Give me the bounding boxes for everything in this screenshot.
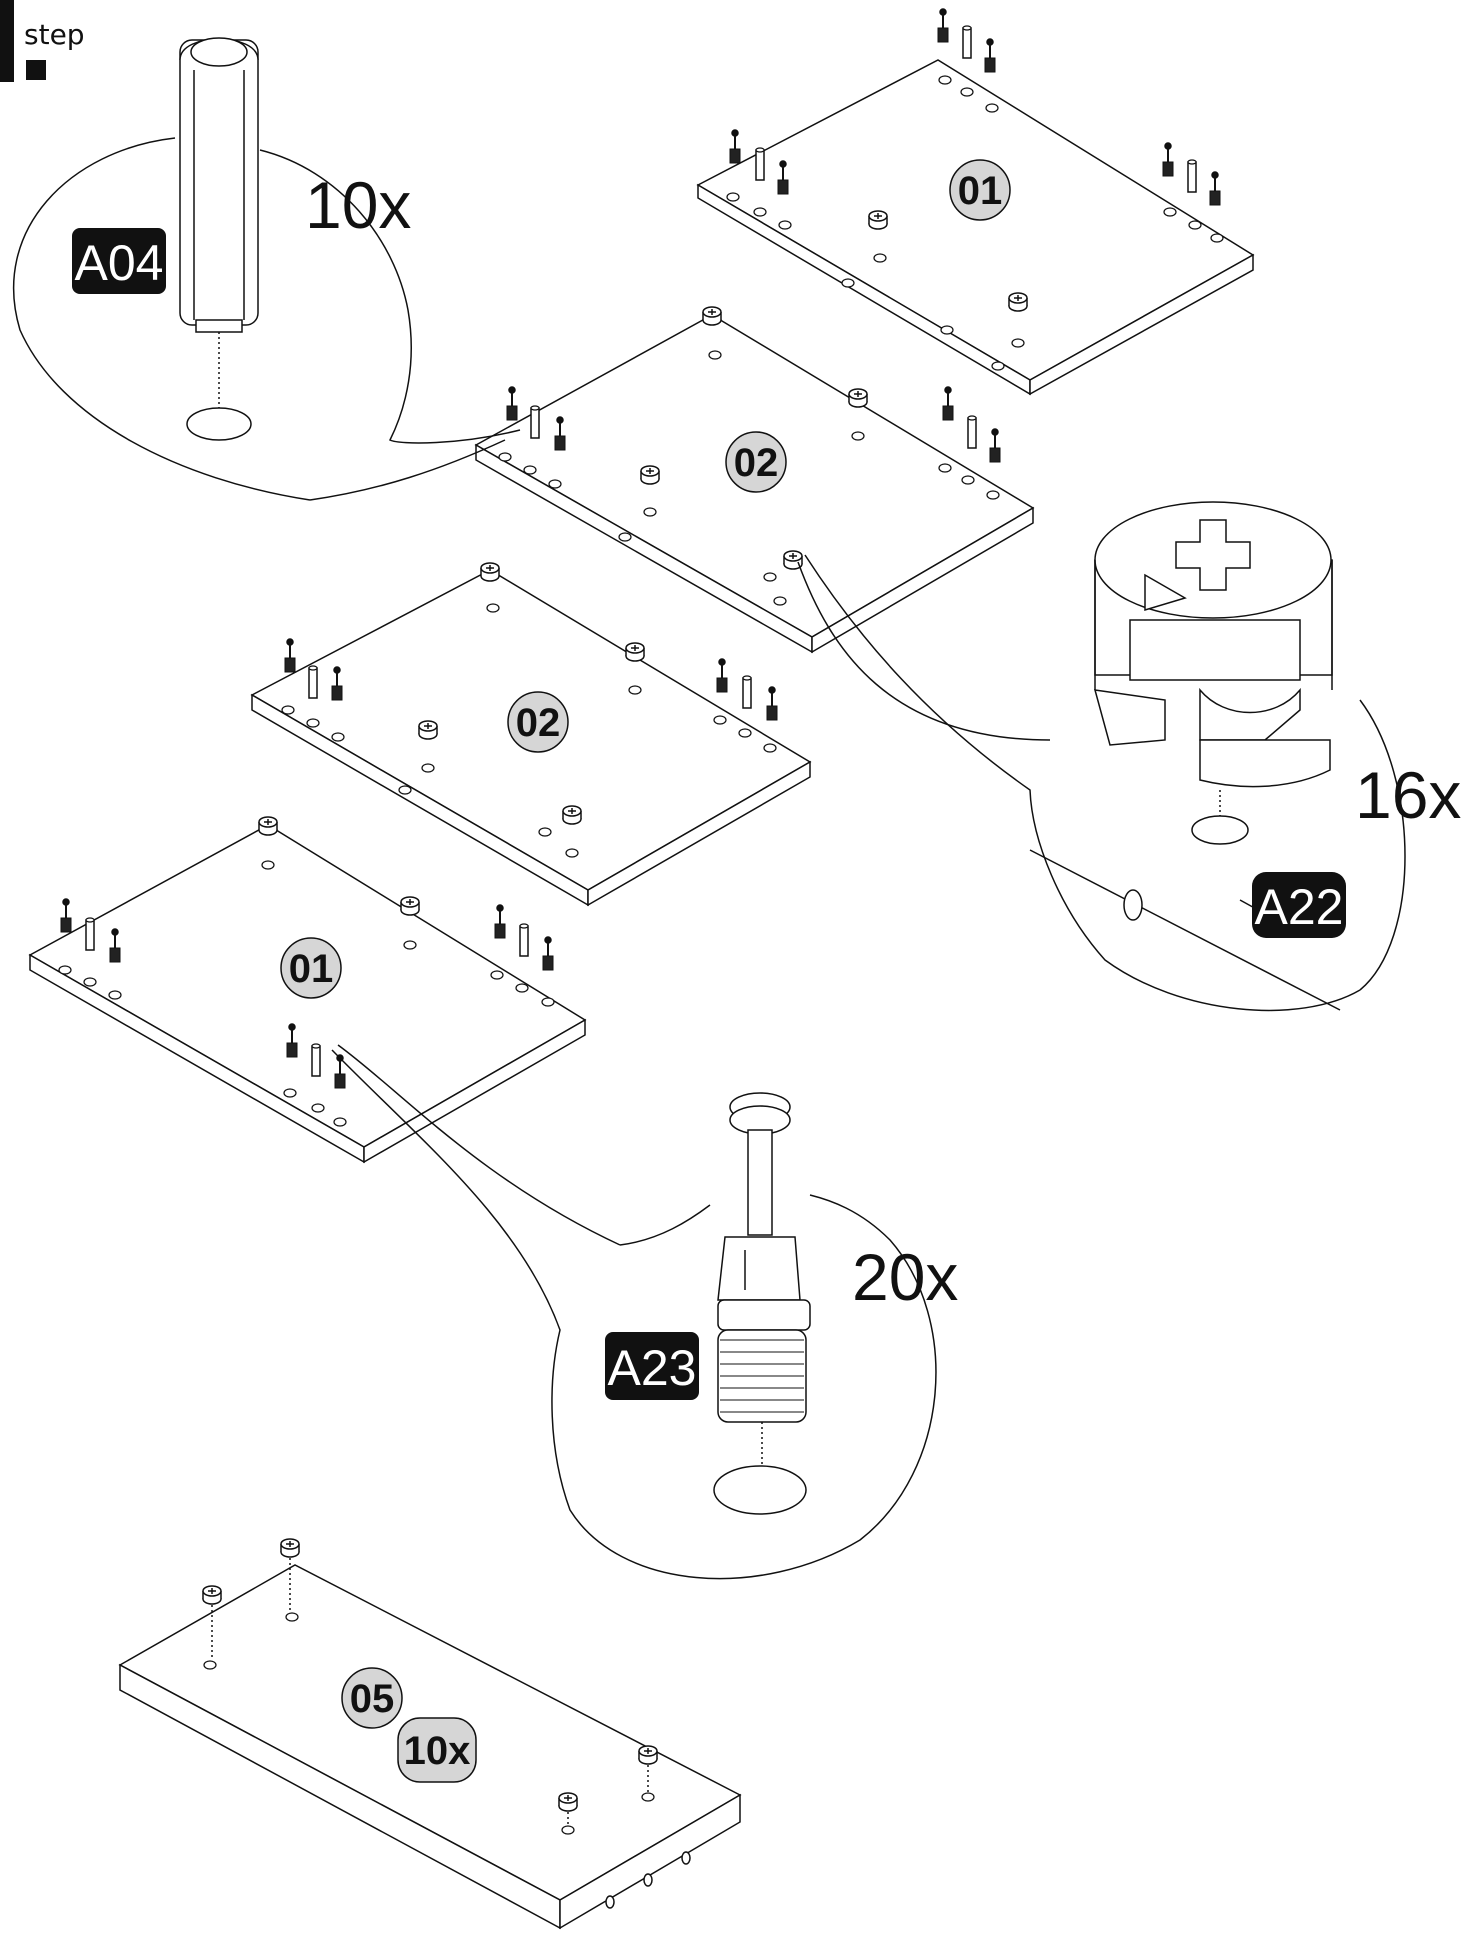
svg-text:A04: A04 [75,235,164,291]
panel-01-top-label: 01 [949,159,1011,221]
a23-count: 20x [852,1240,958,1314]
callout-a04 [13,37,521,501]
svg-text:A22: A22 [1255,879,1344,935]
svg-text:05: 05 [350,1677,395,1721]
step-square [26,60,46,80]
panel-02-upper-label: 02 [725,431,787,493]
svg-text:02: 02 [734,441,779,485]
svg-text:A23: A23 [608,1340,697,1396]
callout-a23 [331,1044,937,1580]
svg-text:01: 01 [289,947,334,991]
callout-a22 [797,501,1406,1012]
step-bar [0,0,14,82]
svg-text:10x: 10x [404,1729,471,1773]
a22-count: 16x [1355,758,1461,832]
panel-02-lower-label: 02 [507,691,569,753]
svg-text:01: 01 [958,169,1003,213]
panel-01-bottom-label: 01 [280,937,342,999]
a23-tag: A23 [605,1332,699,1400]
panel-05-label: 05 [341,1667,403,1729]
a04-count: 10x [305,168,411,242]
svg-text:02: 02 [516,701,561,745]
a22-tag: A22 [1252,872,1346,938]
a04-tag: A04 [72,228,166,294]
step-label: step [24,18,85,51]
panel-05-quantity-badge: 10x [397,1717,477,1783]
